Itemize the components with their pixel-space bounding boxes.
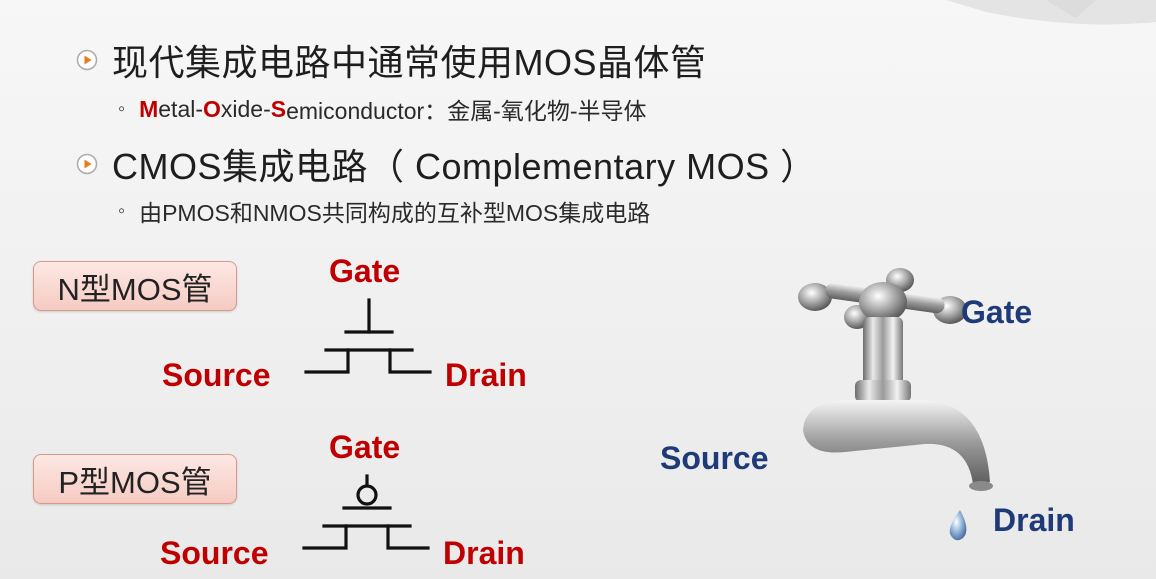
pmos-source-label: Source <box>160 535 269 571</box>
nmos-tag: N型MOS管 <box>33 261 237 311</box>
acronym-letter-o: O <box>203 95 221 122</box>
bullet-2-text: CMOS集成电路（ Complementary MOS ） <box>112 146 817 187</box>
faucet-gate-label: Gate <box>961 294 1033 330</box>
sub-bullet-dot-icon: ◦ <box>118 199 126 222</box>
pmos-drain-label: Drain <box>443 535 525 571</box>
bullet-1-text: 现代集成电路中通常使用MOS晶体管 <box>112 42 707 83</box>
nmos-gate-label: Gate <box>329 253 401 289</box>
acronym-letter-m: M <box>139 95 159 122</box>
faucet-drain-label: Drain <box>993 502 1075 538</box>
nmos-source-label: Source <box>162 357 271 393</box>
sub-bullet-dot-icon: ◦ <box>118 97 126 120</box>
pmos-symbol-icon <box>302 474 430 550</box>
acronym-word-semiconductor: emiconductor：金属-氧化物-半导体 <box>286 98 647 124</box>
pmos-tag: P型MOS管 <box>33 454 237 504</box>
acronym-letter-s: S <box>270 95 287 122</box>
corner-decoration-icon <box>946 0 1156 25</box>
acronym-word-metal: etal- <box>158 95 204 122</box>
faucet-source-label: Source <box>660 440 769 476</box>
nmos-drain-label: Drain <box>445 357 527 393</box>
pmos-gate-label: Gate <box>329 429 401 465</box>
acronym-word-oxide: xide- <box>220 95 271 122</box>
nmos-symbol-icon <box>304 298 432 374</box>
play-bullet-icon <box>76 153 98 175</box>
faucet-icon <box>798 268 993 541</box>
play-bullet-icon <box>76 49 98 71</box>
bullet-2-subitem: ◦ 由PMOS和NMOS共同构成的互补型MOS集成电路 <box>118 194 650 228</box>
bullet-item-2: CMOS集成电路（ Complementary MOS ） <box>76 138 817 190</box>
bullet-2-sub-text: 由PMOS和NMOS共同构成的互补型MOS集成电路 <box>139 200 651 226</box>
bullet-item-1: 现代集成电路中通常使用MOS晶体管 <box>76 34 707 86</box>
